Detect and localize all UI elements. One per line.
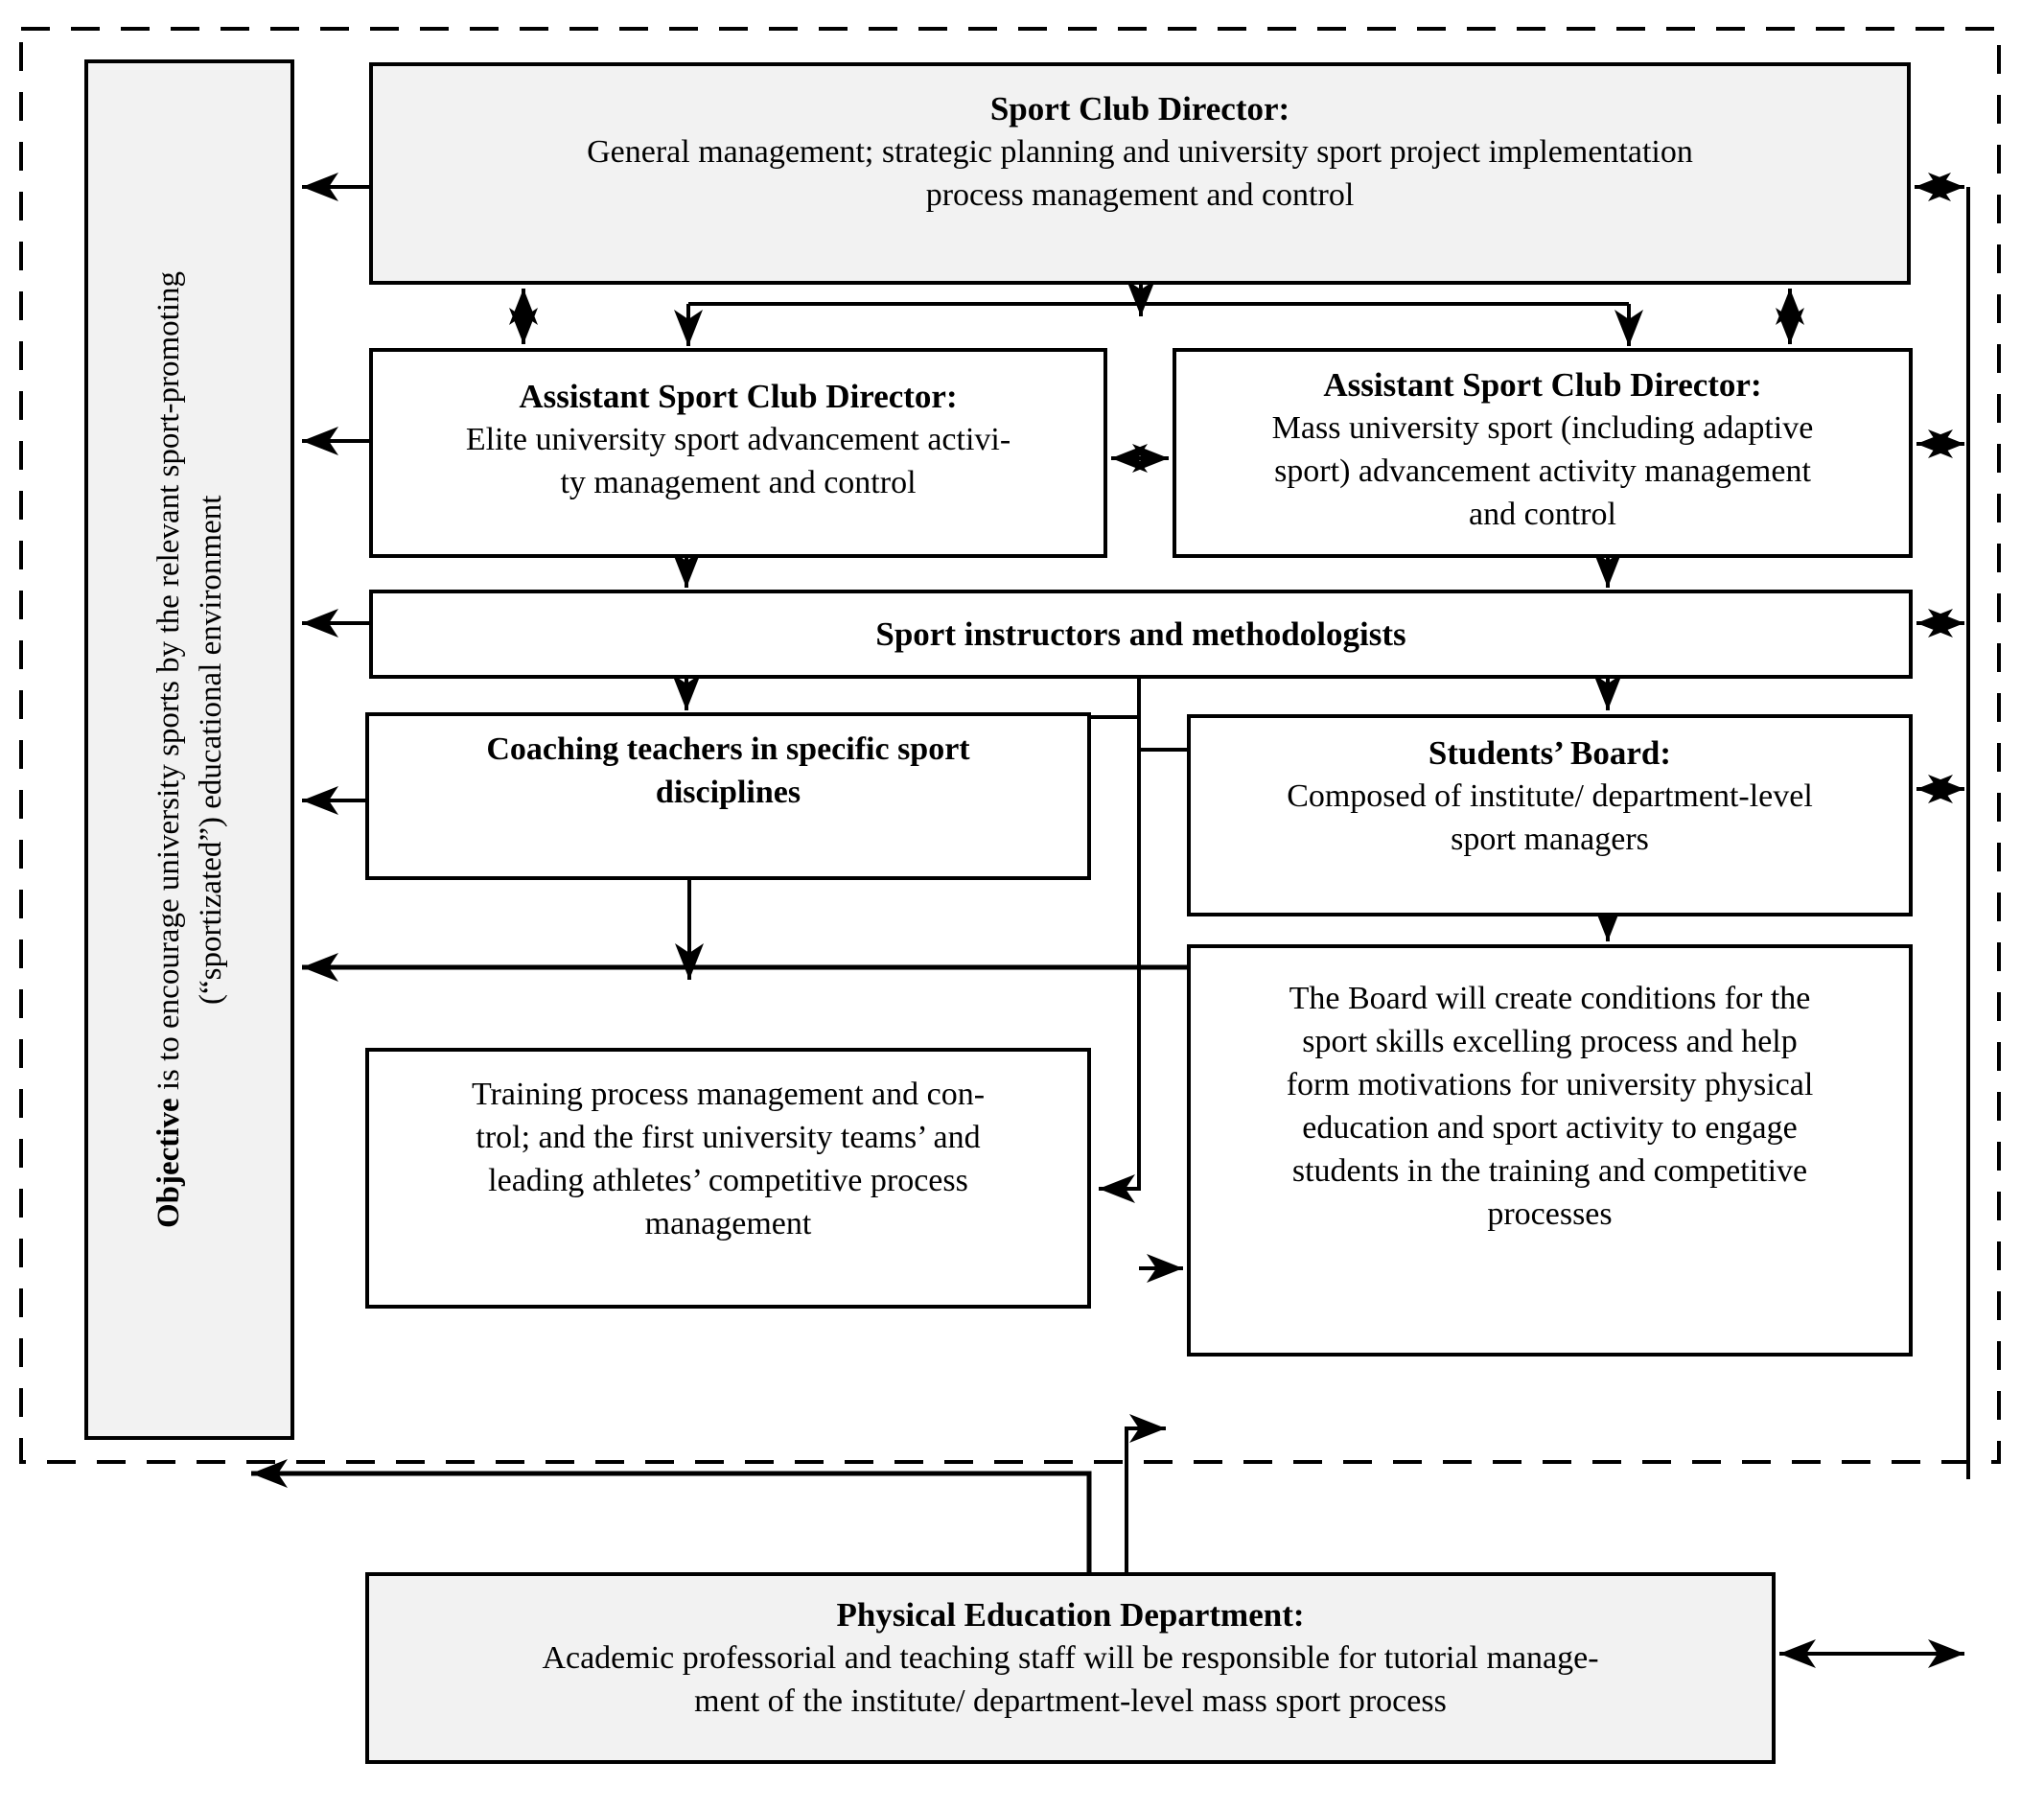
objective-title: Objective bbox=[151, 1098, 186, 1228]
instructors-bar: Sport instructors and methodologists bbox=[369, 590, 1913, 679]
coaching-teachers-title: Coaching teachers in specific sport disc… bbox=[486, 731, 970, 810]
students-board-title: Students’ Board: bbox=[1428, 734, 1672, 772]
training-body: Training process management and con- tro… bbox=[471, 1077, 986, 1241]
students-board-box: Students’ Board: Composed of institute/ … bbox=[1187, 714, 1913, 916]
assistant-mass-body: Mass university sport (including adaptiv… bbox=[1271, 410, 1814, 532]
students-board-body: Composed of institute/ department-level … bbox=[1287, 778, 1813, 857]
assistant-elite-box: Assistant Sport Club Director: Elite uni… bbox=[369, 348, 1107, 558]
arrow-ped-up-right bbox=[1125, 1414, 1166, 1572]
training-box: Training process management and con- tro… bbox=[365, 1048, 1091, 1309]
board-role-body: The Board will create conditions for the… bbox=[1286, 981, 1814, 1232]
sport-club-director-box: Sport Club Director: General management;… bbox=[369, 62, 1911, 285]
assistant-mass-box: Assistant Sport Club Director: Mass univ… bbox=[1173, 348, 1913, 558]
ped-body: Academic professorial and teaching staff… bbox=[542, 1640, 1599, 1719]
arrow-centerline-to-training bbox=[1099, 679, 1141, 1203]
ped-box: Physical Education Department: Academic … bbox=[365, 1572, 1776, 1764]
coaching-teachers-box: Coaching teachers in specific sport disc… bbox=[365, 712, 1091, 880]
objective-body: is to encourage university sports by the… bbox=[151, 270, 228, 1091]
board-role-box: The Board will create conditions for the… bbox=[1187, 944, 1913, 1357]
dashed-boundary bbox=[19, 27, 2001, 1464]
ped-title: Physical Education Department: bbox=[836, 1596, 1305, 1634]
sport-club-director-body: General management; strategic planning a… bbox=[587, 134, 1693, 213]
sport-club-director-title: Sport Club Director: bbox=[989, 90, 1290, 128]
objective-box: Objective is to encourage university spo… bbox=[84, 59, 294, 1440]
arrow-ped-to-left bbox=[251, 1459, 1092, 1572]
assistant-mass-title: Assistant Sport Club Director: bbox=[1323, 366, 1762, 404]
instructors-title: Sport instructors and methodologists bbox=[875, 615, 1406, 653]
assistant-elite-body: Elite university sport advancement activ… bbox=[465, 422, 1011, 500]
objective-text: Objective is to encourage university spo… bbox=[148, 271, 232, 1228]
assistant-elite-title: Assistant Sport Club Director: bbox=[519, 378, 958, 415]
